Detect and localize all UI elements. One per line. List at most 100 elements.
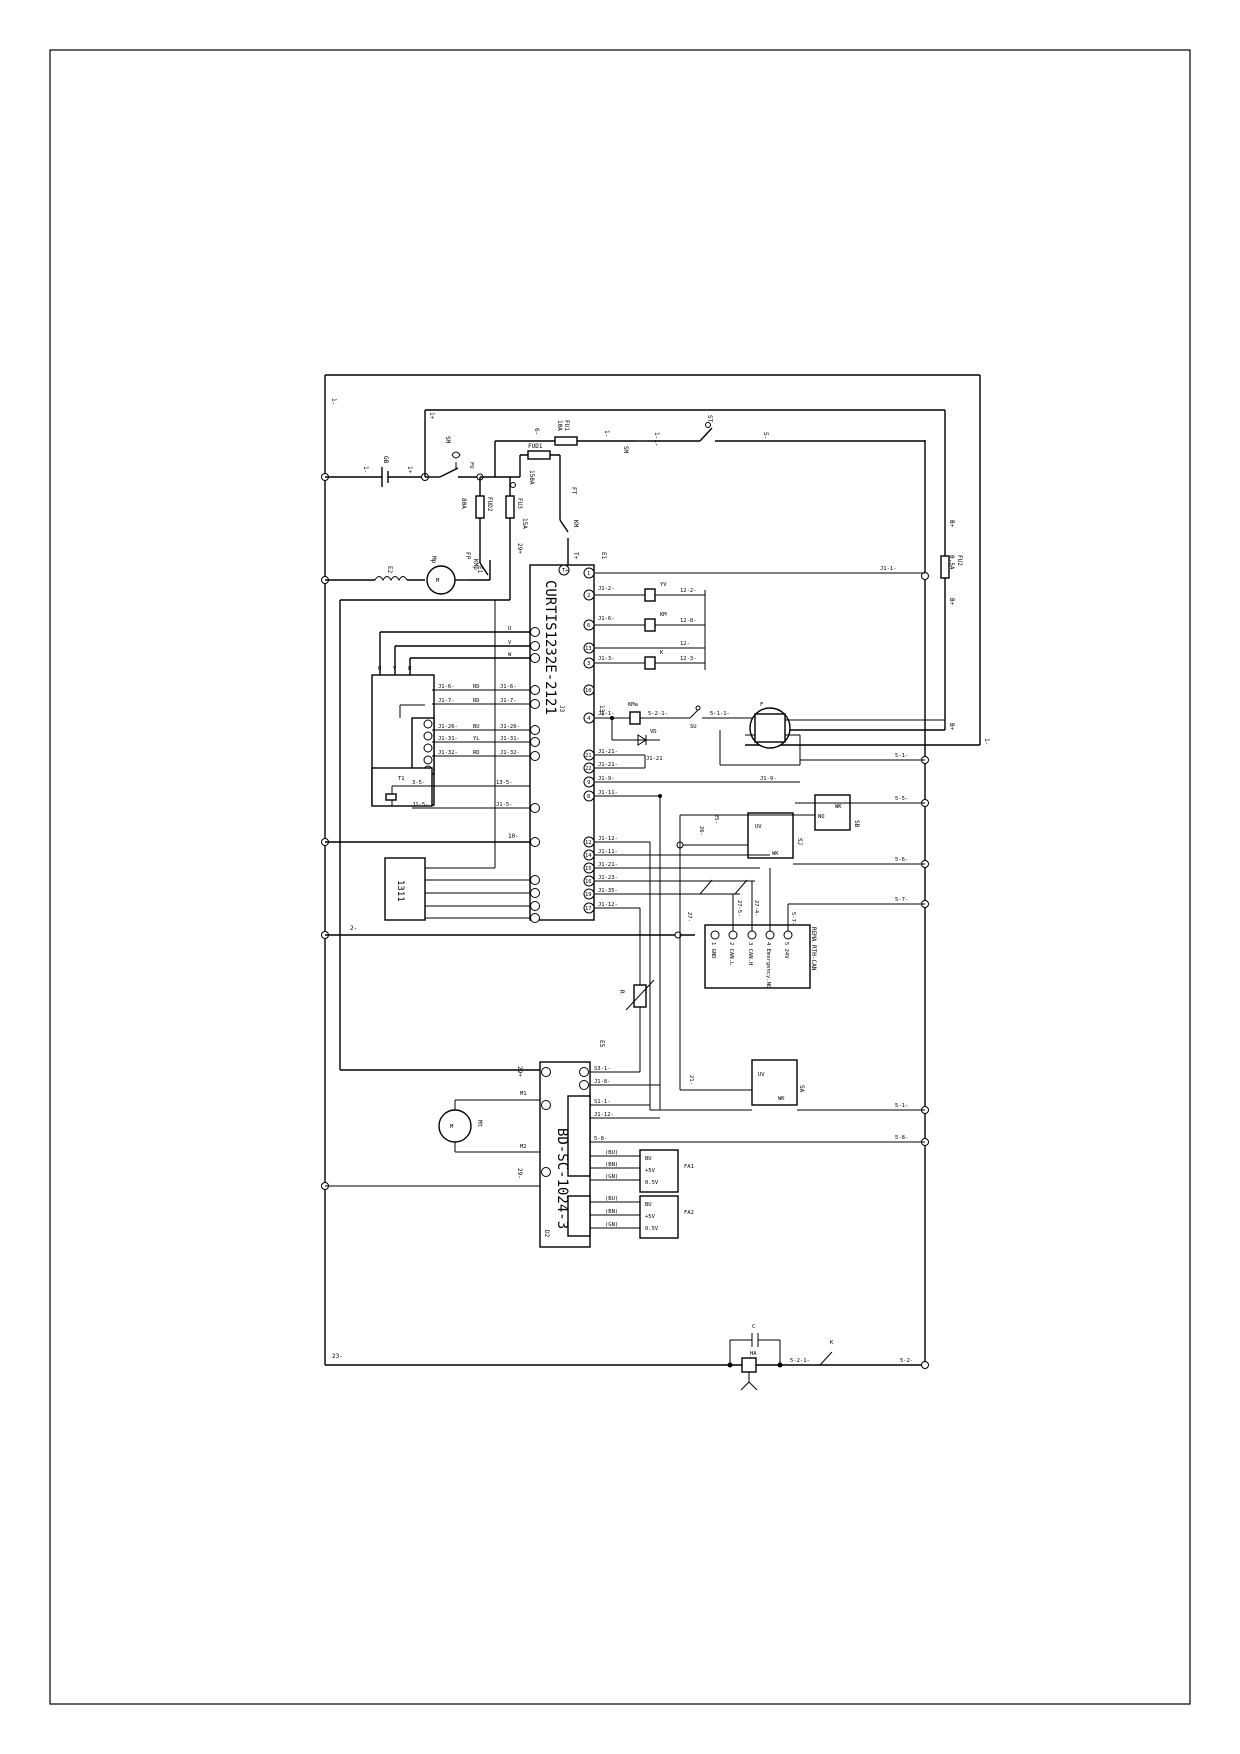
controller-right-wires-mid: J1-1- KMa VD 5-2-1- SU 5-1-1- F bbox=[594, 702, 945, 1110]
wire-j1-1-top: J1-1- bbox=[880, 566, 897, 572]
circuit-diagram: GB 1- 1+ 1+ SM FU FUD2 80A FP KMp E1 FU3… bbox=[321, 374, 990, 1391]
svg-text:(BU): (BU) bbox=[605, 1150, 618, 1156]
wire-t: T+ bbox=[572, 552, 579, 560]
wire-1m-right: 1- bbox=[983, 738, 990, 745]
uvw-w-top: W bbox=[508, 652, 512, 658]
svg-text:Mt: Mt bbox=[476, 1120, 483, 1128]
label-fud2-rating: 80A bbox=[460, 498, 467, 509]
svg-text:17: 17 bbox=[585, 906, 592, 912]
label-fud2: FUD2 bbox=[486, 497, 493, 512]
label-fu3-rating: 15A bbox=[521, 518, 528, 529]
svg-text:(GN): (GN) bbox=[605, 1222, 618, 1228]
wire-1m-corner: 1- bbox=[330, 398, 337, 405]
switch-sa bbox=[751, 1059, 798, 1106]
uvw-w: W bbox=[408, 666, 412, 672]
svg-text:12: 12 bbox=[585, 840, 592, 846]
wire-3-5: 3-5- bbox=[412, 780, 425, 786]
module-1311 bbox=[384, 857, 426, 921]
svg-text:12-: 12- bbox=[680, 641, 690, 647]
svg-text:3 CAN.H: 3 CAN.H bbox=[747, 942, 753, 965]
svg-text:5-2-: 5-2- bbox=[900, 1358, 913, 1364]
wire-10m: 10- bbox=[508, 833, 519, 840]
svg-text:J1-9-: J1-9- bbox=[760, 776, 777, 782]
svg-text:SJ: SJ bbox=[796, 838, 803, 845]
svg-text:K: K bbox=[830, 1340, 834, 1346]
uvw-v: V bbox=[393, 666, 397, 672]
wire-29p-top: 29+ bbox=[516, 543, 523, 554]
svg-text:J1-7-: J1-7- bbox=[438, 698, 455, 704]
wire-6-top: 6- bbox=[533, 428, 540, 435]
svg-text:J1-12-: J1-12- bbox=[598, 902, 618, 908]
svg-text:+5V: +5V bbox=[645, 1214, 656, 1220]
svg-text:22: 22 bbox=[585, 766, 592, 772]
svg-text:0.5V: 0.5V bbox=[645, 1226, 659, 1232]
label-13p: 13+ bbox=[598, 705, 605, 716]
svg-text:J1-35-: J1-35- bbox=[598, 888, 618, 894]
ec-e5: E5 bbox=[598, 1040, 605, 1048]
label-r: R bbox=[618, 990, 625, 994]
svg-text:27-: 27- bbox=[686, 912, 692, 922]
wire-bp-1: B+ bbox=[948, 520, 955, 528]
svg-text:J1-32-: J1-32- bbox=[500, 750, 520, 756]
svg-text:0.5V: 0.5V bbox=[645, 1180, 659, 1186]
svg-text:12-8-: 12-8- bbox=[680, 618, 697, 624]
wire-29m-ec: 29- bbox=[516, 1168, 523, 1179]
module-1311-label: 1311 bbox=[395, 880, 405, 902]
label-t1: T1 bbox=[398, 776, 405, 782]
svg-text:F: F bbox=[760, 702, 763, 708]
svg-text:WK: WK bbox=[778, 1096, 785, 1102]
svg-text:WK: WK bbox=[772, 851, 779, 857]
svg-text:4: 4 bbox=[587, 716, 591, 722]
wire-bp-3: B+ bbox=[948, 723, 955, 731]
svg-text:YV: YV bbox=[660, 582, 667, 588]
label-fu2-rating: 0.5A bbox=[948, 555, 955, 570]
switch-sb bbox=[814, 794, 851, 831]
label-sm-top: SM bbox=[622, 446, 629, 454]
switch-sj bbox=[747, 812, 794, 859]
svg-text:5-5-: 5-5- bbox=[895, 796, 908, 802]
svg-text:13: 13 bbox=[585, 646, 592, 652]
svg-text:+5V: +5V bbox=[645, 1168, 656, 1174]
svg-text:J1-3-: J1-3- bbox=[598, 656, 615, 662]
svg-text:J1-23-: J1-23- bbox=[598, 875, 618, 881]
label-fp: FP bbox=[464, 552, 471, 560]
controller-right-wires-low: J1-12- J1-11- J1-21- J1-23- J1-35- J1-12… bbox=[594, 836, 770, 1110]
svg-text:J1-32-: J1-32- bbox=[438, 750, 458, 756]
svg-text:RD: RD bbox=[473, 684, 480, 690]
svg-text:YL: YL bbox=[473, 736, 480, 742]
svg-text:J1-31-: J1-31- bbox=[438, 736, 458, 742]
svg-text:21-: 21- bbox=[688, 1075, 694, 1085]
uvw-u: U bbox=[378, 666, 381, 672]
ec-right-wires: S3-1- J1-8- S1-1- J1-12- 5-8- 5-8- bbox=[590, 1066, 925, 1143]
svg-text:J1-21-: J1-21- bbox=[598, 862, 618, 868]
label-e2: E2 bbox=[386, 566, 393, 574]
svg-text:6: 6 bbox=[587, 623, 590, 629]
svg-text:5-8-: 5-8- bbox=[594, 1136, 607, 1142]
svg-text:FA1: FA1 bbox=[684, 1164, 694, 1170]
wire-29p-ec: 29+ bbox=[516, 1066, 523, 1077]
svg-text:27-4-: 27-4- bbox=[753, 900, 759, 917]
svg-text:FA2: FA2 bbox=[684, 1210, 694, 1216]
wire-1p-top: 1+ bbox=[428, 412, 435, 420]
motor-mt bbox=[438, 1109, 472, 1143]
svg-text:1 GND: 1 GND bbox=[710, 942, 716, 959]
svg-text:S1-1-: S1-1- bbox=[594, 1099, 611, 1105]
svg-text:5-1-: 5-1- bbox=[895, 753, 908, 759]
label-fud1: FUD1 bbox=[528, 443, 543, 450]
wire-1p-battery: 1+ bbox=[406, 466, 413, 474]
label-gb: GB bbox=[382, 456, 389, 464]
svg-text:9: 9 bbox=[587, 780, 590, 786]
svg-text:J1-31-: J1-31- bbox=[500, 736, 520, 742]
page-frame bbox=[49, 49, 1191, 1705]
wire-1-1: 1-1- bbox=[653, 432, 660, 446]
label-fu3: FU3 bbox=[516, 498, 523, 509]
svg-text:J1-9-: J1-9- bbox=[598, 776, 615, 782]
svg-text:19: 19 bbox=[585, 892, 592, 898]
svg-text:J1-2-: J1-2- bbox=[598, 586, 615, 592]
horn-circuit: C HA K 5-2-1- 5-2- bbox=[727, 1324, 913, 1391]
svg-text:26-: 26- bbox=[698, 826, 704, 836]
svg-text:RD: RD bbox=[473, 698, 480, 704]
label-st: ST bbox=[706, 415, 713, 423]
svg-text:5-1-1-: 5-1-1- bbox=[710, 711, 730, 717]
svg-text:8: 8 bbox=[587, 794, 590, 800]
